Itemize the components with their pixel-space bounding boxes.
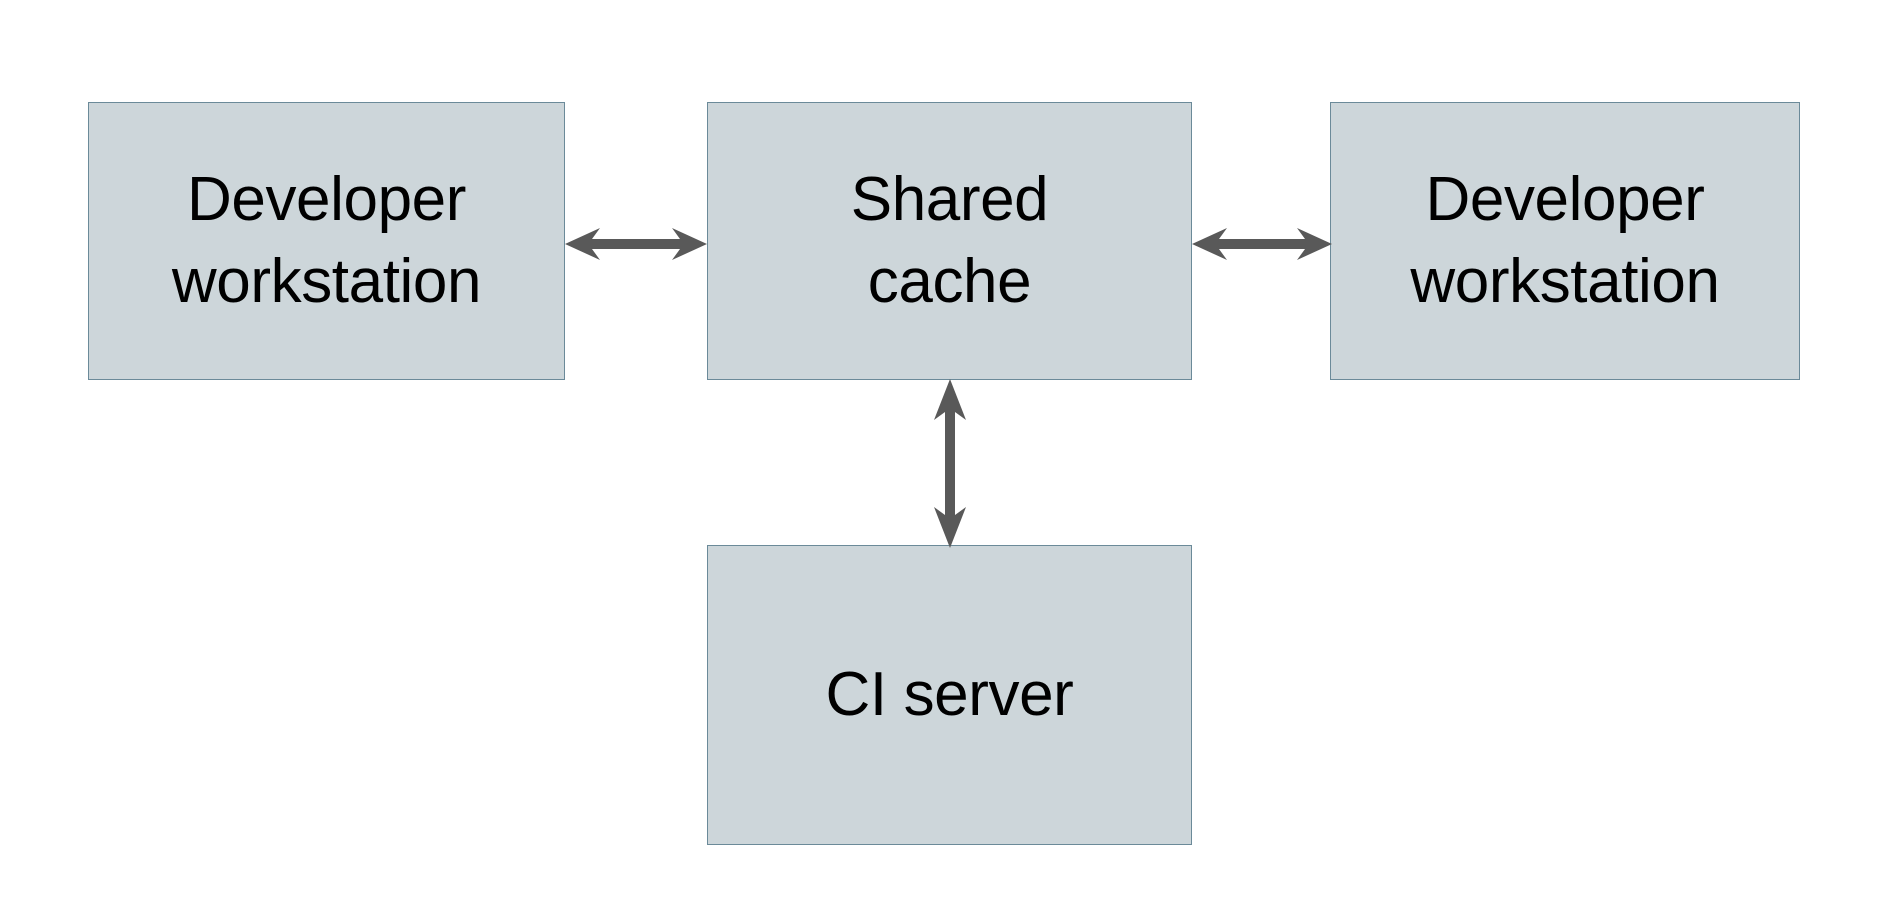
edge-shared-cache-to-ci-server[interactable]: [910, 376, 990, 551]
node-label: Developer workstation: [171, 165, 482, 316]
node-ci-server[interactable]: CI server: [707, 545, 1192, 845]
double-arrow-icon: [1192, 228, 1332, 260]
node-label: CI server: [825, 660, 1074, 730]
node-developer-workstation-right[interactable]: Developer workstation: [1330, 102, 1800, 380]
double-arrow-icon: [934, 379, 966, 548]
node-label: Developer workstation: [1410, 165, 1720, 316]
node-label: Shared cache: [850, 165, 1049, 316]
node-shared-cache[interactable]: Shared cache: [707, 102, 1192, 380]
node-developer-workstation-left[interactable]: Developer workstation: [88, 102, 565, 380]
double-arrow-icon: [565, 228, 707, 260]
edge-shared-cache-to-developer-right[interactable]: [1188, 205, 1336, 283]
edge-developer-left-to-shared-cache[interactable]: [560, 205, 712, 283]
